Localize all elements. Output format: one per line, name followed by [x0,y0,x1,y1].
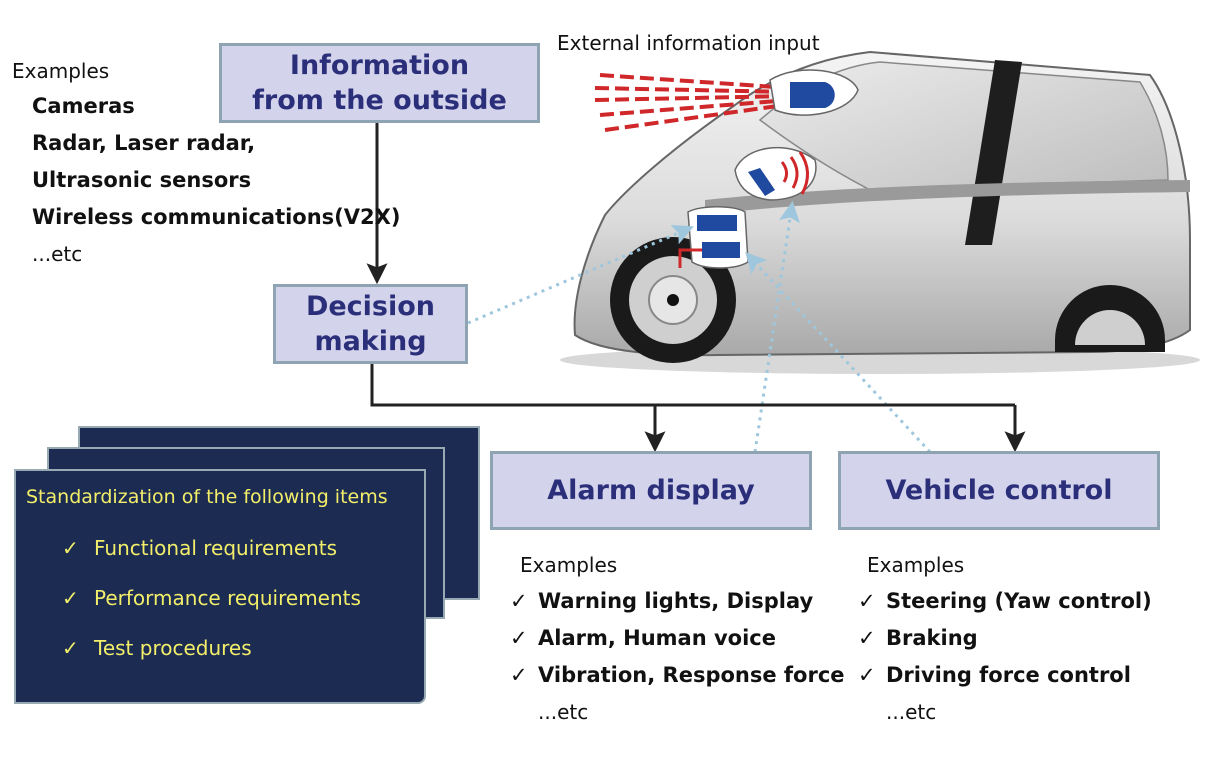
checkmark-icon: ✓ [858,663,876,687]
info-outside-label: Information from the outside [252,50,507,116]
standardization-title: Standardization of the following items [26,486,388,508]
vehicle-control-label: Vehicle control [885,475,1113,506]
list-item: ✓Alarm, Human voice [510,620,845,657]
alarm-display-label: Alarm display [547,475,755,506]
list-item: ✓Test procedures [62,623,361,673]
list-item: Cameras [32,94,135,118]
alarm-examples-list: ✓Warning lights, Display ✓Alarm, Human v… [510,583,845,731]
list-item: Ultrasonic sensors [32,168,252,192]
checkmark-icon: ✓ [510,626,528,650]
sensor-examples-list: Cameras Radar, Laser radar, Ultrasonic s… [32,88,400,273]
checkmark-icon: ✓ [858,589,876,613]
checkmark-icon: ✓ [62,536,79,560]
standardization-panel: Standardization of the following items ✓… [14,469,426,704]
checkmark-icon: ✓ [858,626,876,650]
alarm-examples-title: Examples [520,553,618,577]
list-item: ✓Driving force control [858,657,1152,694]
list-item: Radar, Laser radar, [32,131,256,155]
sensor-examples-title: Examples [12,59,110,83]
external-input-label: External information input [557,31,820,55]
list-item: ✓Braking [858,620,1152,657]
list-item: ✓Steering (Yaw control) [858,583,1152,620]
list-item: ✓Performance requirements [62,573,361,623]
list-item-etc: ...etc [32,242,83,266]
standardization-list: ✓Functional requirements ✓Performance re… [62,523,361,673]
control-examples-list: ✓Steering (Yaw control) ✓Braking ✓Drivin… [858,583,1152,731]
checkmark-icon: ✓ [62,586,79,610]
car-illustration [560,50,1200,374]
list-item: ✓Functional requirements [62,523,361,573]
decision-label: Decision making [305,291,436,357]
checkmark-icon: ✓ [510,589,528,613]
list-item-etc: ...etc [886,700,937,724]
info-outside-box: Information from the outside [219,43,540,123]
checkmark-icon: ✓ [510,663,528,687]
sensor-icon [594,69,859,269]
control-examples-title: Examples [867,553,965,577]
list-item-etc: ...etc [538,700,589,724]
list-item: Wireless communications(V2X) [32,205,401,229]
vehicle-control-box: Vehicle control [838,451,1160,530]
list-item: ✓Warning lights, Display [510,583,845,620]
list-item: ✓Vibration, Response force [510,657,845,694]
decision-box: Decision making [273,284,468,364]
checkmark-icon: ✓ [62,636,79,660]
alarm-display-box: Alarm display [490,451,812,530]
